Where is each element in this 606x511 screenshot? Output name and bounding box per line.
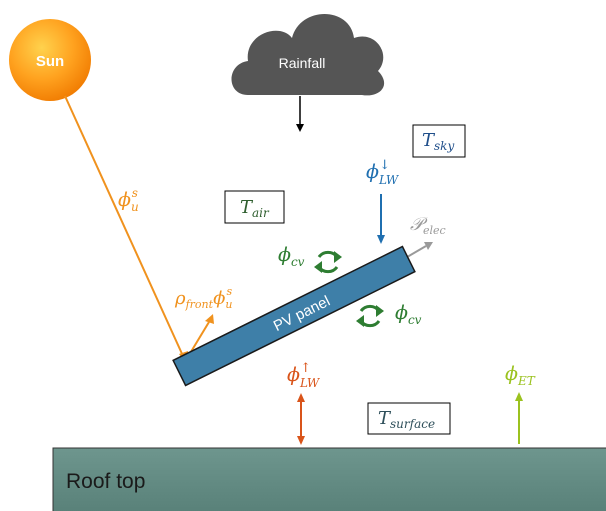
svg-text:Tair: Tair xyxy=(240,197,270,220)
roof-top: Roof top xyxy=(52,447,606,511)
convection-top-icon xyxy=(314,250,342,274)
lw-down-arrow xyxy=(377,194,385,244)
t-sky-box: Tsky xyxy=(412,124,466,158)
lw-up-double-arrow xyxy=(297,393,305,445)
convection-top-label: ϕcv xyxy=(278,244,305,269)
convection-bottom-label: ϕcv xyxy=(395,302,422,327)
rainfall-arrow xyxy=(296,96,304,132)
svg-text:Tsky: Tsky xyxy=(422,130,454,153)
t-surface-box: Tsurface xyxy=(367,402,451,435)
t-air-box: Tair xyxy=(224,190,285,224)
rainfall-label: Rainfall xyxy=(279,55,326,71)
lw-up-flux-label: ϕLW↑ xyxy=(287,361,321,390)
evapotranspiration-arrow xyxy=(515,392,523,444)
sun-disc xyxy=(9,19,91,101)
svg-text:Tsurface: Tsurface xyxy=(378,408,435,431)
electric-power-label: 𝒫elec xyxy=(410,214,446,237)
solar-radiation-arrow xyxy=(64,95,188,364)
rain-cloud: Rainfall xyxy=(231,14,385,96)
roof-top-label: Roof top xyxy=(66,470,145,493)
convection-bottom-icon xyxy=(356,304,384,328)
reflected-flux-label: ρfrontϕus xyxy=(174,285,232,311)
solar-flux-label: ϕus xyxy=(118,186,139,214)
sun-label: Sun xyxy=(36,53,64,70)
lw-down-flux-label: ϕLW↓ xyxy=(366,158,400,187)
sun: Sun xyxy=(9,19,91,101)
cloud-shape xyxy=(231,14,385,96)
evapotranspiration-label: ϕET xyxy=(505,363,536,388)
